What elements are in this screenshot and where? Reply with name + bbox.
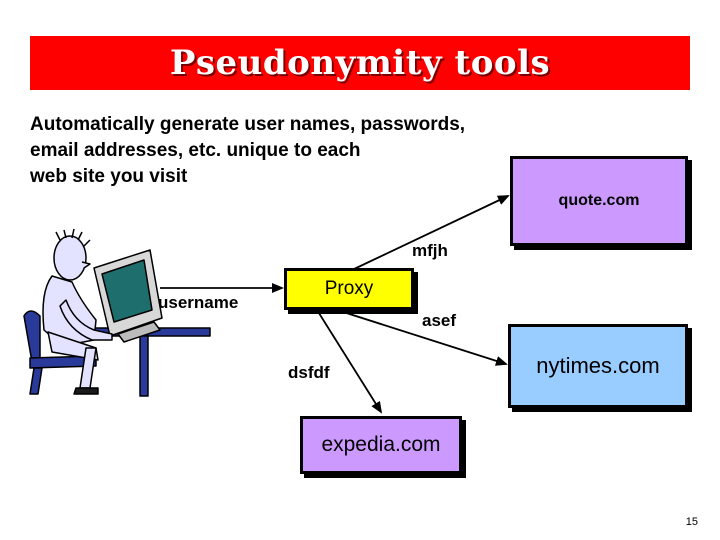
- expedia-label: expedia.com: [321, 433, 440, 457]
- label-asef: asef: [422, 311, 456, 331]
- edge-proxy-to-nytimes: [312, 302, 506, 364]
- label-mfjh: mfjh: [412, 241, 448, 261]
- proxy-node: Proxy: [284, 268, 414, 310]
- edge-proxy-to-expedia: [312, 302, 381, 412]
- expedia-node: expedia.com: [300, 416, 462, 474]
- label-username: username: [158, 293, 238, 313]
- quote-node: quote.com: [510, 156, 688, 246]
- quote-label: quote.com: [559, 192, 640, 210]
- proxy-label: Proxy: [325, 278, 374, 300]
- nytimes-node: nytimes.com: [508, 324, 688, 408]
- page-number: 15: [686, 516, 698, 528]
- nytimes-label: nytimes.com: [536, 353, 659, 379]
- label-dsfdf: dsfdf: [288, 363, 330, 383]
